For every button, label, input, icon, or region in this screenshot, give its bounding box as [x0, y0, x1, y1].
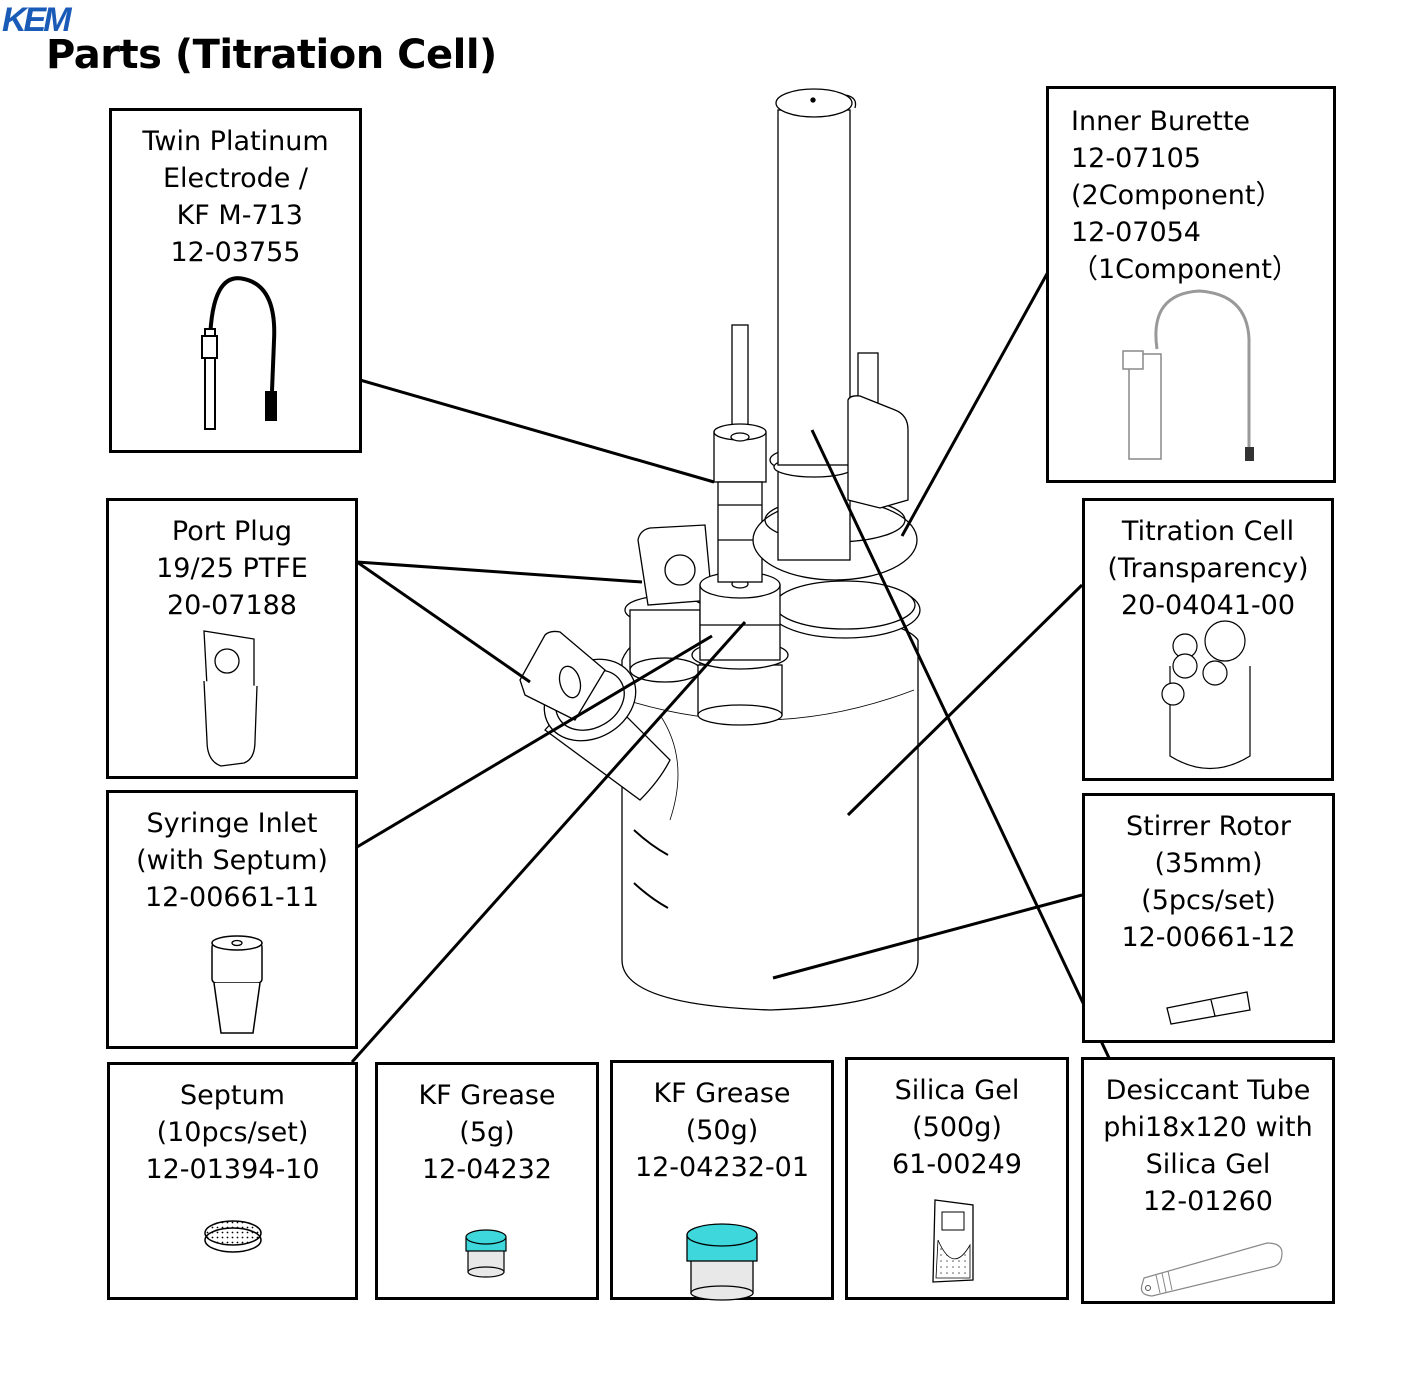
leader-electrode [359, 378, 715, 484]
kem-logo: KEM [2, 1, 72, 39]
electrode-cable-icon [201, 276, 277, 430]
part-label: Syringe Inlet (with Septum) 12-00661-11 [136, 808, 328, 913]
grease-jar-small-icon [465, 1229, 507, 1278]
burette-connector-block [847, 395, 909, 509]
part-label: Port Plug 19/25 PTFE 20-07188 [156, 516, 308, 621]
desiccant-tube-icon [1140, 1242, 1283, 1297]
part-label: KF Grease (5g) 12-04232 [418, 1080, 556, 1185]
part-box-kf-grease-50g: KF Grease (50g) 12-04232-01 [610, 1060, 834, 1301]
part-label: Stirrer Rotor (35mm) (5pcs/set) 12-00661… [1121, 811, 1296, 953]
part-box-titration-cell: Titration Cell (Transparency) 20-04041-0… [1082, 498, 1334, 781]
part-box-stirrer-rotor: Stirrer Rotor (35mm) (5pcs/set) 12-00661… [1082, 793, 1335, 1043]
leader-stirrer-rotor [772, 893, 1083, 980]
leader-septum [350, 621, 747, 1063]
part-box-desiccant-tube: Desiccant Tube phi18x120 with Silica Gel… [1081, 1057, 1335, 1304]
leader-port-plug-side [356, 560, 531, 684]
part-box-kf-grease-5g: KF Grease (5g) 12-04232 [375, 1062, 599, 1300]
part-label: Titration Cell (Transparency) 20-04041-0… [1107, 516, 1309, 621]
cell-vessel-icon [1161, 620, 1251, 770]
leader-lines [350, 271, 1112, 1063]
burette-icon [1122, 289, 1254, 461]
part-box-silica-gel: Silica Gel (500g) 61-00249 [845, 1057, 1069, 1300]
part-box-septum: Septum (10pcs/set) 12-01394-10 [107, 1062, 358, 1300]
part-box-port-plug: Port Plug 19/25 PTFE 20-07188 [106, 498, 358, 779]
part-box-syringe-inlet: Syringe Inlet (with Septum) 12-00661-11 [106, 790, 358, 1049]
septum-disc-icon [204, 1220, 262, 1253]
grease-jar-large-icon [686, 1223, 758, 1301]
part-label: Twin Platinum Electrode / KF M-713 12-03… [142, 126, 329, 268]
leader-inner-burette [900, 271, 1050, 537]
part-label: Silica Gel (500g) 61-00249 [892, 1075, 1022, 1180]
part-box-inner-burette: Inner Burette 12-07105 (2Component） 12-0… [1046, 86, 1336, 483]
syringe-inlet-icon [211, 935, 263, 1034]
stirrer-rotor-icon [1166, 991, 1251, 1025]
vessel-body [621, 640, 919, 1011]
part-label: Septum (10pcs/set) 12-01394-10 [145, 1080, 320, 1185]
part-label: Inner Burette 12-07105 (2Component） 12-0… [1071, 106, 1299, 285]
leader-titration-cell [846, 583, 1084, 817]
page-title: Parts (Titration Cell) [46, 32, 497, 78]
leader-port-plug-top [356, 560, 643, 584]
part-label: KF Grease (50g) 12-04232-01 [634, 1078, 810, 1183]
port-plug-icon [203, 630, 258, 767]
leader-desiccant-tube [810, 429, 1112, 1061]
part-label: Desiccant Tube phi18x120 with Silica Gel… [1103, 1075, 1313, 1217]
leader-syringe-inlet [356, 634, 713, 849]
part-box-electrode: Twin Platinum Electrode / KF M-713 12-03… [109, 108, 362, 453]
silica-bag-icon [932, 1199, 974, 1283]
